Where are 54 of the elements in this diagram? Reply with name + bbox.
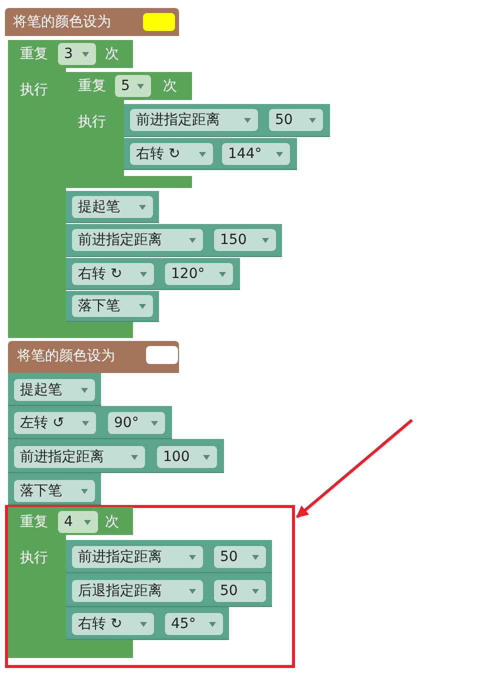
statement-block bbox=[66, 291, 159, 322]
dropdown-field: 50 bbox=[269, 109, 323, 131]
statement-block bbox=[66, 224, 282, 257]
statement-block bbox=[8, 439, 224, 473]
set-pen-color-block bbox=[5, 8, 179, 36]
statement-block bbox=[124, 138, 297, 170]
dropdown-field: 4 bbox=[58, 511, 98, 533]
statement-block bbox=[124, 104, 330, 137]
dropdown-field: 前进指定距离 bbox=[72, 229, 203, 251]
highlight-frame bbox=[5, 505, 295, 668]
statement-block bbox=[8, 373, 101, 406]
arrow bbox=[296, 418, 413, 518]
statement-block bbox=[66, 191, 159, 223]
dropdown-field: 前进指定距离 bbox=[130, 109, 258, 131]
dropdown-field: 后退指定距离 bbox=[72, 580, 203, 602]
statement-block bbox=[8, 406, 172, 439]
dropdown-field: 提起笔 bbox=[72, 196, 153, 218]
dropdown-field: 45° bbox=[165, 613, 223, 635]
statement-block bbox=[66, 258, 240, 290]
dropdown-field: 右转 ↻ bbox=[130, 143, 213, 165]
statement-block bbox=[66, 540, 272, 573]
dropdown-field: 提起笔 bbox=[14, 379, 95, 401]
dropdown-field: 左转 ↺ bbox=[14, 412, 96, 434]
block-label: 次 bbox=[105, 513, 119, 532]
dropdown-field: 3 bbox=[58, 43, 96, 65]
dropdown-field: 5 bbox=[115, 75, 151, 97]
statement-block bbox=[66, 607, 229, 640]
dropdown-field: 100 bbox=[157, 446, 217, 468]
repeat-block bbox=[8, 40, 133, 340]
dropdown-field: 右转 ↻ bbox=[72, 613, 154, 635]
block-label: 重复 bbox=[20, 45, 48, 64]
block-label: 重复 bbox=[20, 513, 48, 532]
block-label: 重复 bbox=[78, 77, 106, 96]
block-label: 次 bbox=[105, 45, 119, 64]
block-label: 将笔的颜色设为 bbox=[17, 347, 115, 366]
dropdown-field: 150 bbox=[214, 229, 276, 251]
block-label: 执行 bbox=[20, 549, 48, 568]
dropdown-field: 50 bbox=[214, 546, 266, 568]
dropdown-field: 144° bbox=[222, 143, 290, 165]
dropdown-field: 前进指定距离 bbox=[14, 446, 145, 468]
statement-block bbox=[8, 473, 101, 505]
block-label: 将笔的颜色设为 bbox=[13, 13, 111, 32]
block-label: 次 bbox=[163, 77, 177, 96]
statement-block bbox=[66, 573, 272, 607]
block-label: 执行 bbox=[20, 81, 48, 100]
dropdown-field: 落下笔 bbox=[72, 295, 153, 317]
dropdown-field: 120° bbox=[165, 263, 233, 285]
set-pen-color-block bbox=[8, 341, 179, 373]
dropdown-field: 落下笔 bbox=[14, 480, 95, 502]
block-label: 执行 bbox=[78, 113, 106, 132]
dropdown-field: 90° bbox=[108, 412, 165, 434]
dropdown-field: 前进指定距离 bbox=[72, 546, 203, 568]
dropdown-field: 50 bbox=[214, 580, 266, 602]
dropdown-field: 右转 ↻ bbox=[72, 263, 154, 285]
